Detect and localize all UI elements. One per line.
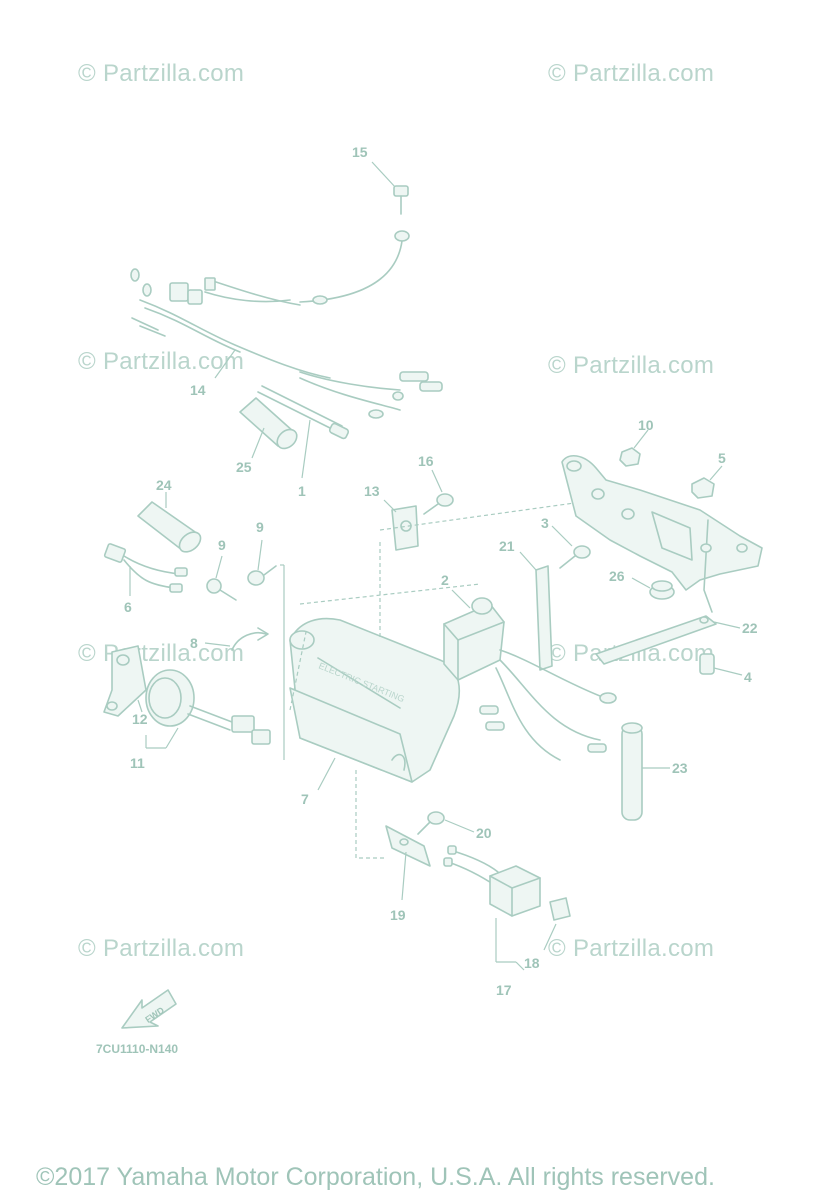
part-2-cdi-unit [443,589,617,761]
part-26-grommet [631,577,675,600]
part-21-strip [519,551,553,671]
fwd-arrow-icon: FWD [121,989,177,1029]
watermark: © Partzilla.com [78,348,245,375]
callout-label: 22 [742,620,758,636]
callout-label: 9 [218,537,226,553]
callout-label: 9 [256,519,264,535]
part-14-wire-harness [130,268,443,419]
part-4-bolt [699,653,743,676]
watermark: © Partzilla.com [548,935,715,962]
part-25-sleeve [239,397,298,459]
part-17-relay [443,845,541,971]
callout-label: 2 [441,572,449,588]
part-15-bolt [299,161,410,305]
part-24-sleeve [137,492,202,553]
part-5-nut [691,465,723,499]
watermark: © Partzilla.com [548,352,715,379]
part-6-switch-lead [103,543,188,596]
engine-mount [561,455,763,613]
part-3-screw [551,525,591,569]
callout-label: 19 [390,907,406,923]
callout-label: 3 [541,515,549,531]
watermark: © Partzilla.com [78,935,245,962]
part-18-cap [543,897,571,951]
part-23-sleeve [621,722,670,821]
callout-label: 8 [190,635,198,651]
watermark: © Partzilla.com [78,60,245,87]
part-9-screws [206,539,285,760]
callout-label: 5 [718,450,726,466]
watermark: © Partzilla.com [548,60,715,87]
part-8-grommet [204,627,269,651]
callout-label: 1 [298,483,306,499]
part-22-plate [595,615,741,665]
callout-label: 18 [524,955,540,971]
callout-label: 20 [476,825,492,841]
callout-label: 24 [156,477,172,493]
callout-label: 21 [499,538,515,554]
part-13-bracket [383,499,419,551]
part-7-electric-box: ELECTRIC STARTING [289,617,461,791]
callout-label: 23 [672,760,688,776]
callout-label: 13 [364,483,380,499]
part-16-screw [423,469,454,515]
part-20-screw [417,811,475,835]
callout-label: 11 [130,755,145,771]
callout-label: 26 [609,568,625,584]
part-1-lead [257,385,350,479]
part-10-nut [619,429,649,467]
callout-label: 10 [638,417,654,433]
part-11-starter-switch [145,669,271,749]
callout-label: 17 [496,982,512,998]
callout-label: 15 [352,144,368,160]
part-19-bracket [385,825,431,901]
callout-label: 12 [132,711,148,727]
callout-label: 7 [301,791,309,807]
callout-label: 25 [236,459,252,475]
copyright-notice: ©2017 Yamaha Motor Corporation, U.S.A. A… [36,1163,715,1191]
callout-label: 14 [190,382,206,398]
callout-label: 6 [124,599,132,615]
diagram-code: 7CU1110-N140 [96,1042,179,1056]
callout-label: 16 [418,453,434,469]
callout-label: 4 [744,669,752,685]
part-12-switch-bracket [103,645,147,717]
